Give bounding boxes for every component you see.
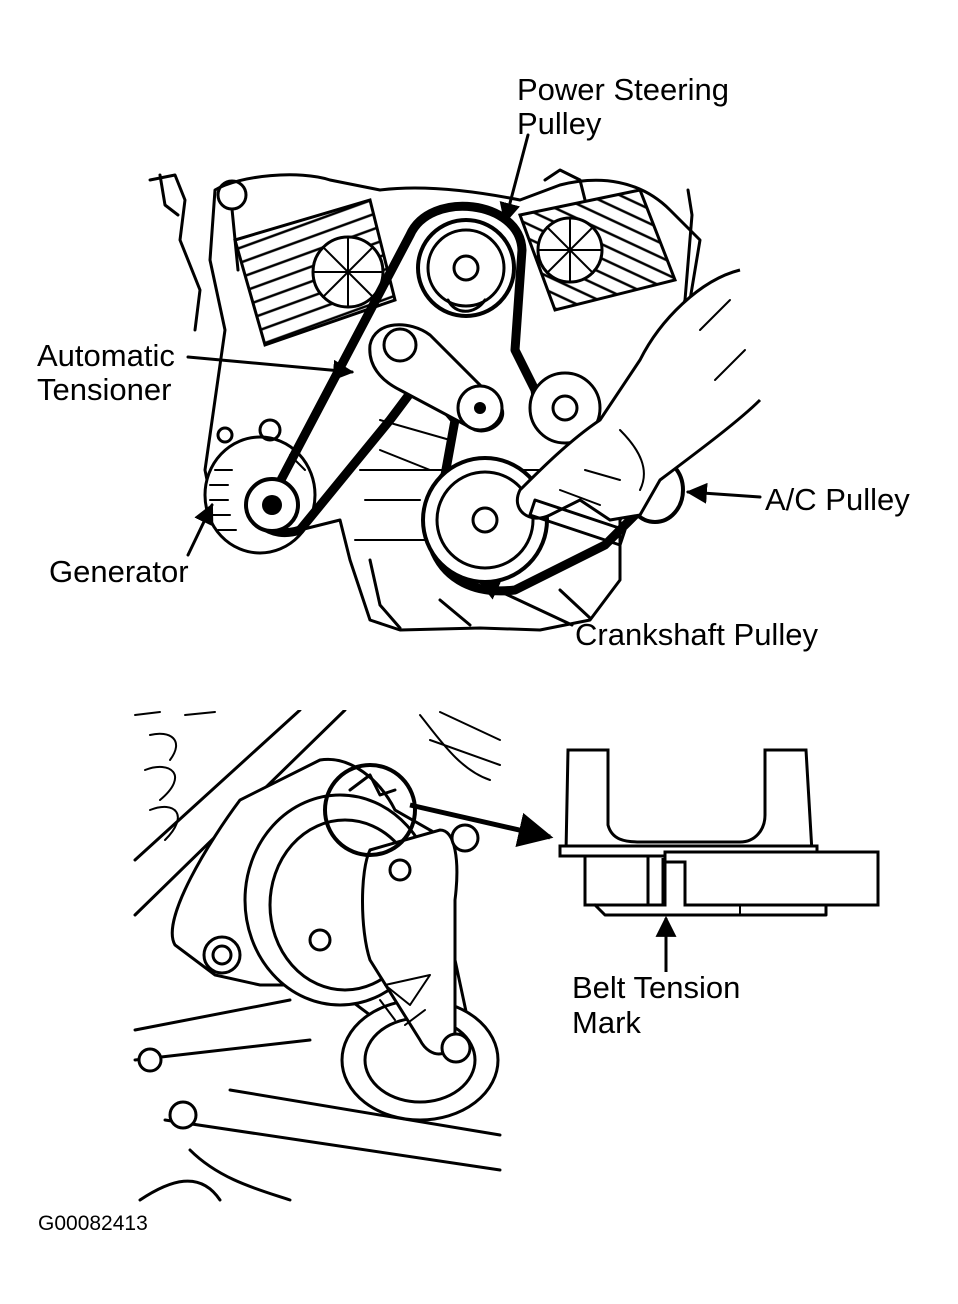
hand-with-wrench bbox=[515, 268, 762, 522]
crankshaft-leader bbox=[478, 580, 574, 627]
detail-arrow bbox=[409, 802, 554, 848]
figure-code: G00082413 bbox=[38, 1212, 148, 1235]
tension-mark-detail bbox=[558, 748, 880, 972]
label-ac-pulley: A/C Pulley bbox=[765, 482, 910, 517]
label-power-steering-line1: Power Steering bbox=[517, 72, 729, 107]
label-belt-tension-line1: Belt Tension bbox=[572, 970, 740, 1005]
tensioner-bracket-detail bbox=[564, 748, 814, 854]
power-steering-leader bbox=[499, 133, 530, 225]
label-generator: Generator bbox=[49, 554, 189, 589]
label-tensioner-line2: Tensioner bbox=[37, 372, 171, 407]
power-steering-pulley bbox=[416, 218, 516, 318]
label-belt-tension-line2: Mark bbox=[572, 1005, 641, 1040]
label-crankshaft-pulley: Crankshaft Pulley bbox=[575, 617, 818, 652]
label-tensioner-line1: Automatic bbox=[37, 338, 175, 373]
generator-leader bbox=[186, 503, 214, 557]
label-power-steering-line2: Pulley bbox=[517, 106, 602, 141]
tensioner-closeup bbox=[133, 710, 502, 1202]
idler-pulley-right bbox=[528, 371, 602, 445]
ac-pulley-leader bbox=[685, 482, 762, 504]
engine-drawing bbox=[148, 168, 762, 632]
crankshaft-pulley bbox=[421, 456, 549, 584]
tensioner-leader bbox=[186, 355, 355, 381]
engine-block-outline bbox=[203, 173, 702, 632]
